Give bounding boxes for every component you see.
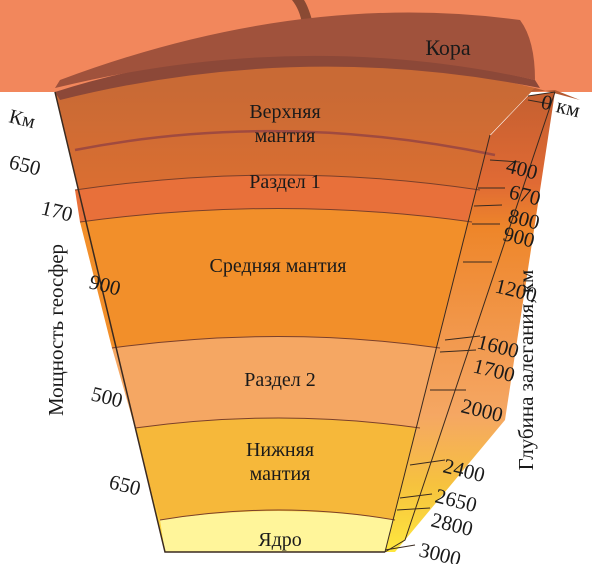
boundary-line-1 <box>74 174 481 191</box>
thickness-axis-title: Мощность геосфер <box>44 244 68 416</box>
band-nizhnyaya-mantiya <box>135 418 420 520</box>
front-side-edge <box>384 134 491 553</box>
layer-name-kora: Кора <box>425 35 471 60</box>
band-razdel-2 <box>112 336 440 428</box>
layer-name-yadro: Ядро <box>258 529 302 551</box>
boundary-line-5 <box>159 509 396 521</box>
depth-value-3000: 3000 <box>417 538 464 564</box>
front-outline <box>54 91 385 553</box>
boundary-line-3 <box>111 336 441 349</box>
side-top-outline <box>527 91 556 97</box>
boundary-line-2 <box>79 208 473 223</box>
layer-name-verkhnyaya-line1: Верхняя <box>249 101 320 123</box>
top-pointer-shape <box>292 0 312 24</box>
thickness-unit-label: Км <box>7 106 38 134</box>
layer-name-verkhnyaya-line2: мантия <box>255 125 316 147</box>
band-razdel-1 <box>75 175 480 222</box>
thickness-value-1: 650 <box>7 150 43 181</box>
layer-name-srednyaya: Средняя мантия <box>210 255 347 277</box>
band-yadro <box>160 511 395 552</box>
side-top-edge <box>530 88 580 100</box>
layer-name-nizhnyaya-line2: мантия <box>250 463 311 485</box>
thickness-value-4: 500 <box>89 382 125 413</box>
depth-axis-title: Глубина залегания, км <box>514 270 538 471</box>
crust-top <box>55 12 535 88</box>
upper-mantle-line <box>74 129 496 157</box>
layer-name-nizhnyaya-line1: Нижняя <box>246 439 314 461</box>
depth-ticks <box>384 99 551 551</box>
side-outline <box>384 91 556 553</box>
side-face <box>385 92 555 552</box>
band-srednyaya-mantiya <box>80 208 472 348</box>
thickness-value-2: 170 <box>39 196 75 227</box>
layer-name-razdel-2: Раздел 2 <box>244 369 316 391</box>
boundary-line-4 <box>134 417 421 429</box>
thickness-value-5: 650 <box>107 470 143 501</box>
layer-name-razdel-1: Раздел 1 <box>249 171 321 193</box>
